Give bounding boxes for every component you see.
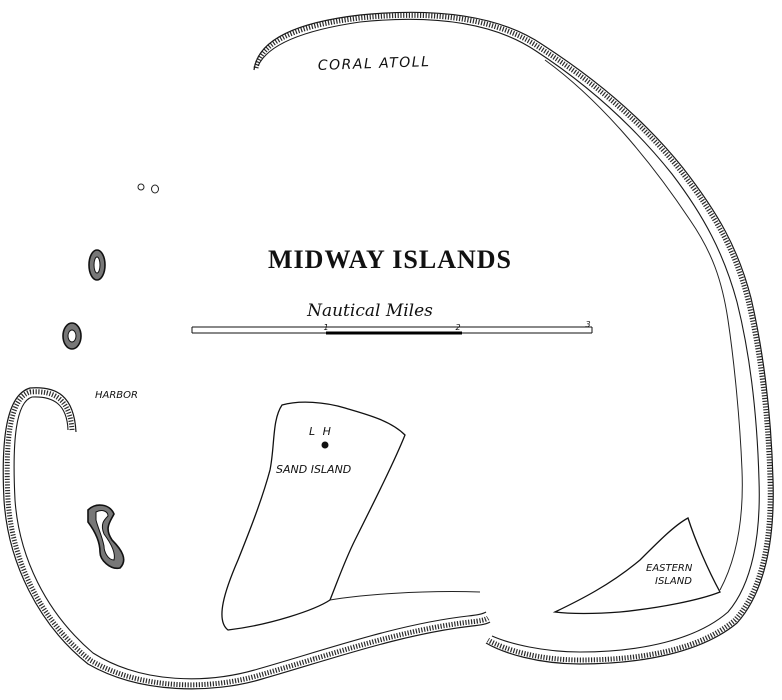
label-lighthouse: L H (309, 425, 333, 438)
islet-south-core (95, 510, 115, 561)
lagoon-edge-east (544, 59, 743, 591)
coral-reef-outer-edge (253, 11, 774, 665)
southwest-reef-outer-edge (2, 387, 491, 690)
islet-middle-core (67, 329, 77, 343)
southwest-reef-inner-edge (13, 396, 487, 680)
label-sand-island: SAND ISLAND (276, 463, 351, 476)
coral-reef (253, 11, 774, 665)
label-coral-atoll: CORAL ATOLL (318, 54, 431, 74)
coral-reef-inner-edge (257, 18, 760, 653)
label-eastern-island-line1: EASTERN (646, 563, 693, 574)
southwest-reef-hatching (4, 389, 490, 688)
small-islets (62, 183, 159, 570)
lighthouse-marker (321, 441, 329, 449)
rock-2 (151, 184, 159, 194)
scale-tick-2: 2 (455, 323, 460, 332)
scale-bar: Nautical Miles 1 2 3 (191, 301, 593, 335)
scale-tick-3: 3 (585, 320, 590, 329)
eastern-island (552, 517, 721, 615)
islet-north-core (93, 256, 101, 274)
label-eastern-island-line2: ISLAND (655, 576, 692, 587)
scale-tick-1: 1 (323, 323, 328, 332)
southwest-reef-arm (2, 387, 491, 690)
scale-label: Nautical Miles (306, 301, 433, 321)
sand-island (221, 401, 406, 631)
sand-island-shoal-line (329, 591, 481, 601)
rock-1 (137, 183, 145, 191)
map-title: MIDWAY ISLANDS (268, 245, 512, 274)
coral-reef-hatching (253, 12, 773, 663)
label-harbor: HARBOR (95, 390, 138, 401)
